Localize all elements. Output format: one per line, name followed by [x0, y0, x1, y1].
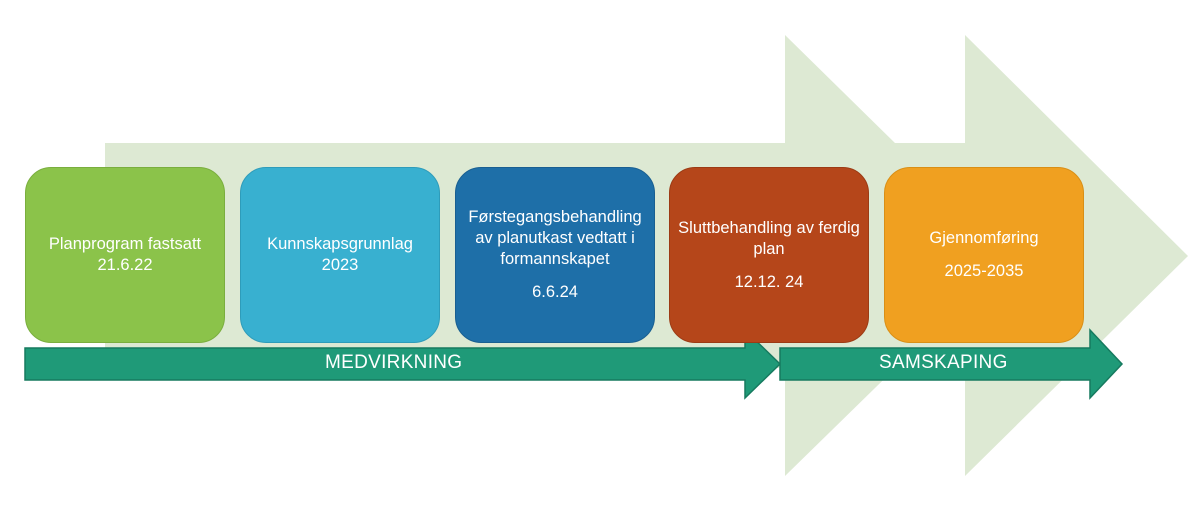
phase-label-samskaping: SAMSKAPING — [879, 352, 1008, 373]
step-planprogram: Planprogram fastsatt 21.6.22 — [25, 167, 225, 343]
step-title: Førstegangsbehandling av planutkast vedt… — [468, 208, 642, 268]
medvirkning-arrow — [24, 328, 782, 400]
step-title: Gjennomføring — [929, 229, 1039, 247]
samskaping-arrow — [779, 328, 1124, 400]
step-title: Planprogram fastsatt — [48, 235, 202, 253]
step-date: 2023 — [321, 256, 359, 274]
step-sluttbehandling: Sluttbehandling av ferdig plan 12.12. 24 — [669, 167, 869, 343]
step-date: 6.6.24 — [532, 283, 578, 301]
step-forstegangsbehandling: Førstegangsbehandling av planutkast vedt… — [455, 167, 655, 343]
step-date: 21.6.22 — [97, 256, 153, 274]
step-title: Kunnskapsgrunnlag — [267, 235, 413, 253]
step-date: 12.12. 24 — [734, 272, 804, 291]
step-title: Sluttbehandling av ferdig plan — [678, 218, 860, 258]
phase-label-medvirkning: MEDVIRKNING — [325, 352, 463, 373]
step-kunnskapsgrunnlag: Kunnskapsgrunnlag 2023 — [240, 167, 440, 343]
step-date: 2025-2035 — [944, 262, 1024, 280]
step-gjennomforing: Gjennomføring 2025-2035 — [884, 167, 1084, 343]
